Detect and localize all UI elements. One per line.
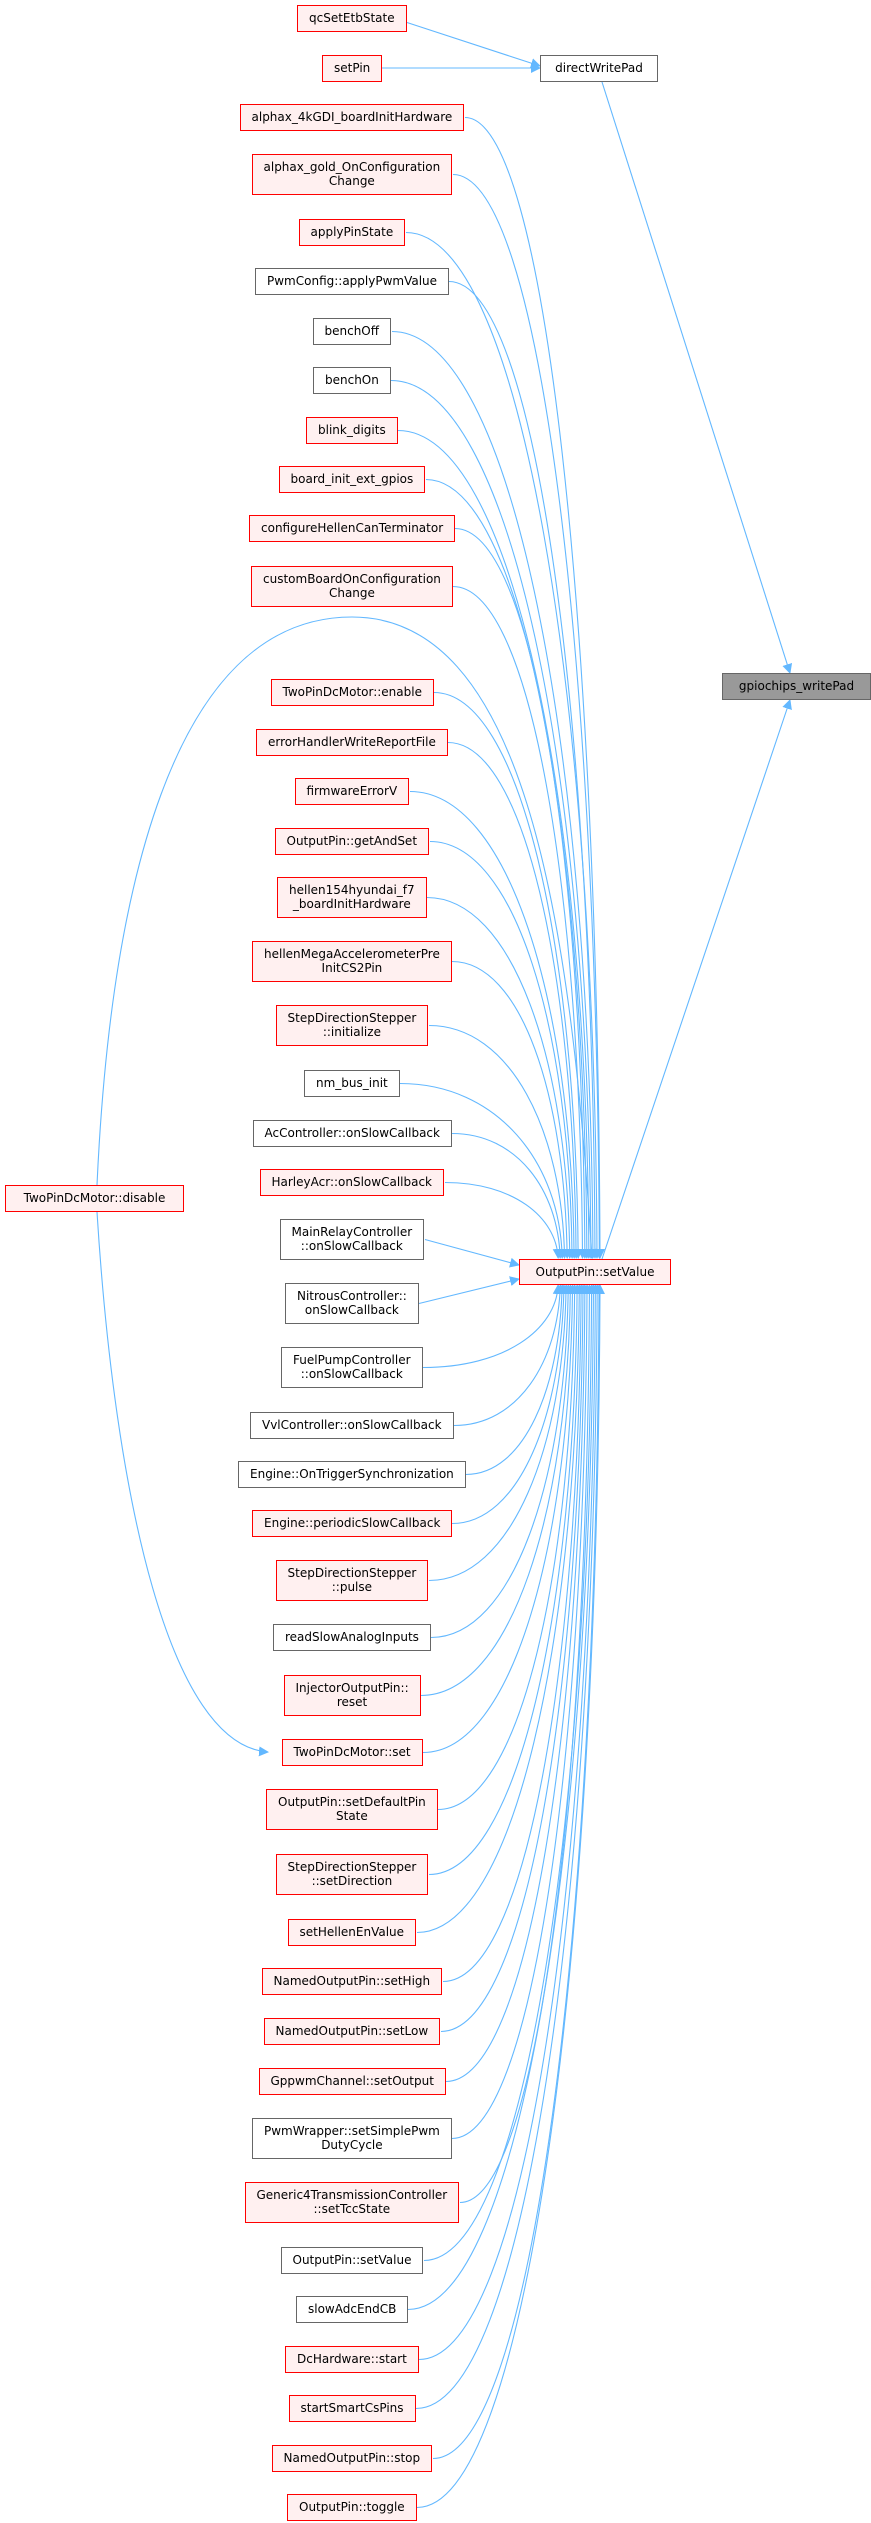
node-caller[interactable]: AcController::onSlowCallback: [252, 1120, 452, 1147]
edge-disable-to-setvalue: [96, 616, 597, 1259]
edge-caller-to-setvalue: [433, 691, 584, 1259]
node-caller[interactable]: PwmConfig::applyPwmValue: [255, 268, 450, 295]
edge-caller-to-setvalue: [426, 896, 575, 1259]
node-caller[interactable]: blink_digits: [306, 417, 398, 444]
edge-caller-to-setvalue: [452, 585, 588, 1259]
edge-caller-to-setvalue: [428, 1284, 583, 1876]
edge-caller-to-setvalue: [437, 1284, 580, 1811]
edge-caller-to-setvalue: [422, 1284, 578, 1754]
node-caller[interactable]: configureHellenCanTerminator: [249, 515, 456, 542]
edge-directwritepad-to-gpiochips: [601, 81, 793, 674]
node-caller[interactable]: nm_bus_init: [304, 1070, 400, 1097]
node-caller[interactable]: MainRelayController ::onSlowCallback: [279, 1219, 425, 1260]
node-caller[interactable]: alphax_gold_OnConfiguration Change: [251, 154, 453, 195]
edge-caller-to-setvalue: [442, 1284, 587, 1983]
node-caller[interactable]: customBoardOnConfiguration Change: [251, 566, 453, 607]
edge-caller-to-setvalue: [418, 1276, 520, 1305]
edge-caller-to-setvalue: [422, 1284, 563, 1369]
node-caller[interactable]: Generic4TransmissionController ::setTccS…: [244, 2182, 460, 2223]
node-caller[interactable]: FuelPumpController ::onSlowCallback: [281, 1347, 423, 1388]
edge-caller-to-setvalue: [432, 1284, 605, 2460]
edge-caller-to-setvalue: [405, 231, 602, 1259]
edge-caller-to-setvalue: [416, 1284, 585, 1934]
node-caller[interactable]: StepDirectionStepper ::initialize: [275, 1005, 429, 1046]
node-caller[interactable]: TwoPinDcMotor::set: [281, 1739, 423, 1766]
node-caller[interactable]: StepDirectionStepper ::setDirection: [275, 1854, 429, 1895]
node-caller[interactable]: errorHandlerWriteReportFile: [256, 729, 448, 756]
edge-caller-to-setvalue: [451, 960, 573, 1259]
edge-caller-to-setvalue: [465, 1284, 567, 1476]
node-caller[interactable]: TwoPinDcMotor::enable: [270, 679, 434, 706]
node-caller[interactable]: NamedOutputPin::setLow: [263, 2018, 441, 2045]
node-caller[interactable]: readSlowAnalogInputs: [273, 1624, 431, 1651]
node-caller[interactable]: board_init_ext_gpios: [278, 466, 426, 493]
edge-setvalue-to-gpiochips: [601, 699, 792, 1260]
edge-caller-to-setvalue: [445, 1284, 590, 2083]
edge-caller-to-setvalue: [444, 1181, 563, 1259]
edge-caller-to-setvalue: [453, 1284, 566, 1427]
edge-caller-to-setvalue: [424, 1238, 520, 1268]
edge-caller-to-setvalue: [430, 1284, 574, 1639]
node-caller[interactable]: OutputPin::getAndSet: [274, 828, 430, 855]
node-caller[interactable]: DcHardware::start: [285, 2346, 419, 2373]
node-caller[interactable]: PwmWrapper::setSimplePwm DutyCycle: [252, 2118, 452, 2159]
edge-caller-to-setvalue: [451, 1132, 565, 1259]
node-caller[interactable]: startSmartCsPins: [288, 2395, 416, 2422]
edge-caller-to-setvalue: [407, 1284, 599, 2311]
node-setpin[interactable]: setPin: [322, 55, 383, 82]
edge-caller-to-setvalue: [399, 1082, 567, 1259]
node-caller[interactable]: NitrousController:: onSlowCallback: [285, 1283, 419, 1324]
node-caller[interactable]: InjectorOutputPin:: reset: [283, 1675, 421, 1716]
node-directwritepad[interactable]: directWritePad: [540, 55, 658, 82]
node-qcsetetbstate[interactable]: qcSetEtbState: [297, 5, 407, 32]
edge-disable-to-set: [96, 1211, 269, 1757]
edge-caller-to-setvalue: [397, 429, 594, 1259]
node-caller[interactable]: setHellenEnValue: [287, 1919, 417, 1946]
edge-caller-to-setvalue: [464, 116, 605, 1259]
node-caller[interactable]: NamedOutputPin::stop: [271, 2445, 433, 2472]
node-caller[interactable]: NamedOutputPin::setHigh: [261, 1968, 443, 1995]
node-caller[interactable]: VvlController::onSlowCallback: [250, 1412, 454, 1439]
edge-caller-to-setvalue: [391, 330, 598, 1259]
edge-caller-to-setvalue: [390, 379, 596, 1259]
edge-caller-to-setvalue: [423, 1284, 597, 2262]
edge-caller-to-setvalue: [416, 1284, 605, 2509]
node-caller[interactable]: OutputPin::toggle: [287, 2494, 417, 2521]
node-caller[interactable]: alphax_4kGDI_boardInitHardware: [239, 104, 465, 131]
edge-caller-to-setvalue: [440, 1284, 588, 2033]
edge-caller-to-setvalue: [447, 741, 582, 1259]
edge-caller-to-setvalue: [452, 173, 605, 1259]
edge-caller-to-setvalue: [451, 1284, 569, 1525]
node-caller[interactable]: Engine::OnTriggerSynchronization: [238, 1461, 466, 1488]
edge-caller-to-setvalue: [418, 1284, 601, 2361]
node-gpiochips-writepad[interactable]: gpiochips_writePad: [722, 673, 871, 700]
edge-caller-to-setvalue: [420, 1284, 576, 1697]
edge-qcsetetbstate-to-directwritepad: [406, 21, 541, 68]
edge-caller-to-setvalue: [428, 1284, 572, 1582]
node-caller[interactable]: hellenMegaAccelerometerPre InitCS2Pin: [252, 941, 452, 982]
node-caller[interactable]: hellen154hyundai_f7 _boardInitHardware: [277, 877, 427, 918]
edge-caller-to-setvalue: [448, 280, 600, 1259]
node-caller[interactable]: HarleyAcr::onSlowCallback: [259, 1169, 445, 1196]
node-caller[interactable]: OutputPin::setValue: [280, 2247, 424, 2274]
edge-caller-to-setvalue: [429, 840, 577, 1259]
node-caller[interactable]: GppwmChannel::setOutput: [258, 2068, 446, 2095]
edge-caller-to-setvalue: [415, 1284, 603, 2410]
edge-caller-to-setvalue: [428, 1024, 570, 1259]
node-outputpin-setvalue-target[interactable]: OutputPin::setValue: [519, 1259, 671, 1285]
node-caller[interactable]: firmwareErrorV: [294, 778, 410, 805]
node-caller[interactable]: Engine::periodicSlowCallback: [252, 1510, 453, 1537]
node-caller[interactable]: benchOff: [312, 318, 392, 345]
node-caller[interactable]: benchOn: [313, 367, 391, 394]
node-caller[interactable]: applyPinState: [298, 219, 406, 246]
node-caller[interactable]: StepDirectionStepper ::pulse: [275, 1560, 429, 1601]
edge-caller-to-setvalue: [451, 1284, 593, 2140]
node-caller[interactable]: OutputPin::setDefaultPin State: [266, 1789, 438, 1830]
edge-caller-to-setvalue: [454, 527, 590, 1259]
edge-caller-to-setvalue: [409, 790, 580, 1259]
node-twopindcmotor-disable[interactable]: TwoPinDcMotor::disable: [5, 1185, 184, 1212]
node-caller[interactable]: slowAdcEndCB: [296, 2296, 409, 2323]
